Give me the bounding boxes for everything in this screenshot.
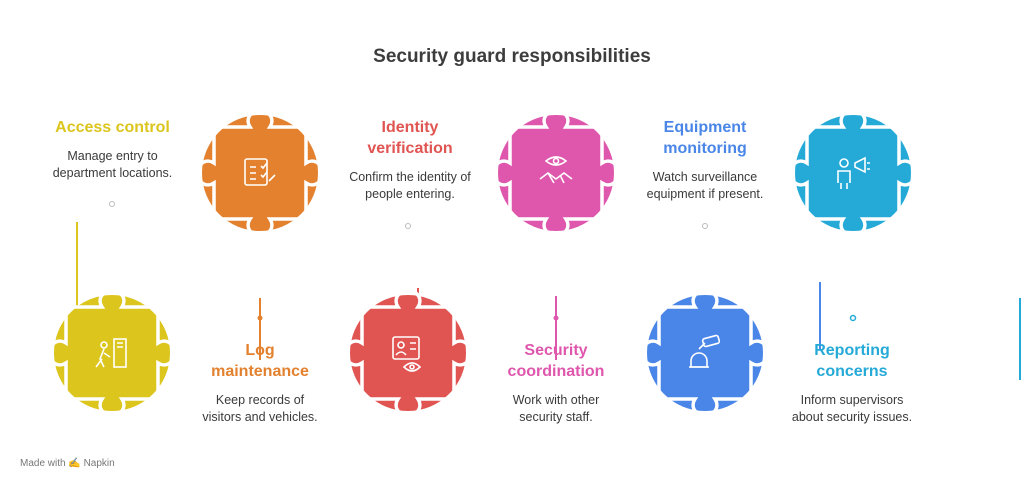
checklist-icon [244, 158, 276, 186]
item-description: Confirm the identity of people entering. [330, 169, 490, 203]
item-description: Inform supervisors about security issues… [772, 392, 932, 426]
item-description: Work with other security staff. [476, 392, 636, 426]
reporting-concerns-puzzle [789, 109, 917, 237]
camera-guard-icon [689, 334, 721, 368]
diagram-title: Security guard responsibilities [373, 46, 651, 67]
item-log-maintenance: Log maintenance Keep records of visitors… [180, 340, 340, 426]
item-equipment-monitoring: Equipment monitoring Watch surveillance … [625, 117, 785, 203]
desc-line: security staff. [519, 410, 593, 424]
item-description: Manage entry to department locations. [30, 148, 195, 182]
desc-line: Keep records of [215, 393, 305, 407]
desc-line: Manage entry to [67, 149, 158, 163]
access-control-puzzle [48, 289, 176, 417]
dot-marker [553, 315, 559, 321]
title-line: Identity [381, 119, 439, 136]
title-line: Reporting [814, 342, 890, 359]
item-access-control: Access control Manage entry to departmen… [30, 117, 195, 182]
dot-marker [257, 315, 263, 321]
title-line: coordination [507, 363, 605, 380]
dot-marker [109, 201, 115, 207]
title-line: concerns [816, 363, 888, 380]
person-door-icon [95, 338, 127, 368]
desc-line: Inform supervisors [800, 393, 904, 407]
desc-line: equipment if present. [646, 187, 764, 201]
desc-line: people entering. [365, 187, 455, 201]
title-line: monitoring [663, 140, 747, 157]
desc-line: department locations. [52, 166, 173, 180]
log-maintenance-puzzle [196, 109, 324, 237]
napkin-footer[interactable]: Made with ✍ Napkin [20, 458, 115, 469]
desc-line: Watch surveillance [652, 170, 758, 184]
title-line: Log [245, 342, 275, 359]
item-title: Reporting concerns [772, 340, 932, 382]
item-security-coordination: Security coordination Work with other se… [476, 340, 636, 426]
item-title: Log maintenance [180, 340, 340, 382]
item-title: Security coordination [476, 340, 636, 382]
desc-line: visitors and vehicles. [202, 410, 318, 424]
item-title: Equipment monitoring [625, 117, 785, 159]
identity-verification-puzzle [344, 289, 472, 417]
item-title: Access control [55, 119, 170, 136]
item-identity-verification: Identity verification Confirm the identi… [330, 117, 490, 203]
security-coordination-puzzle [492, 109, 620, 237]
desc-line: about security issues. [791, 410, 913, 424]
title-line: Equipment [663, 119, 747, 136]
dot-marker [702, 223, 708, 229]
item-title: Identity verification [330, 117, 490, 159]
equipment-monitoring-puzzle [641, 289, 769, 417]
title-line: verification [367, 140, 453, 157]
item-reporting-concerns: Reporting concerns Inform supervisors ab… [772, 340, 932, 426]
dot-marker [405, 223, 411, 229]
title-line: maintenance [211, 363, 309, 380]
dot-marker [849, 314, 857, 322]
handshake-eye-icon [539, 156, 573, 184]
desc-line: Confirm the identity of [349, 170, 471, 184]
item-description: Keep records of visitors and vehicles. [180, 392, 340, 426]
megaphone-person-icon [837, 156, 870, 189]
desc-line: Work with other [512, 393, 600, 407]
item-description: Watch surveillance equipment if present. [625, 169, 785, 203]
id-card-eye-icon [392, 336, 422, 372]
title-line: Security [524, 342, 588, 359]
